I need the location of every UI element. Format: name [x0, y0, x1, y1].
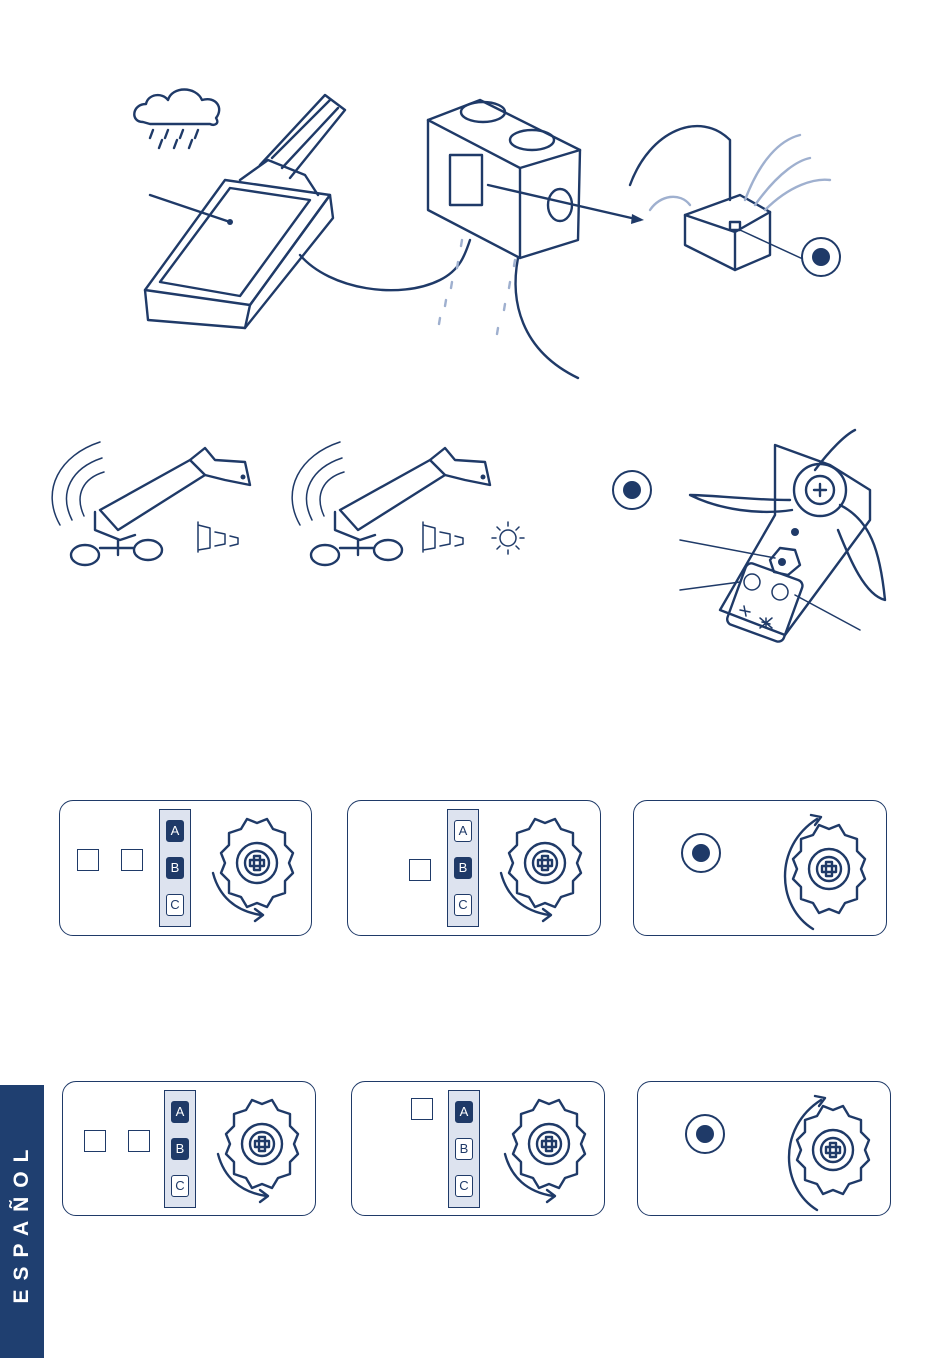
- wind-sensor-illustration-1: [40, 430, 290, 580]
- mode-selector-strip: A B C: [448, 1090, 480, 1208]
- dial-turn-clockwise-icon: [493, 811, 593, 921]
- program-button-middle: [612, 470, 652, 510]
- indicator-square-5: [128, 1130, 150, 1152]
- mode-key-b: B: [455, 1138, 473, 1160]
- indicator-square-3: [409, 859, 431, 881]
- mode-key-b: B: [454, 857, 472, 879]
- dial-turn-full-icon: [781, 1088, 881, 1208]
- mode-key-c: C: [455, 1175, 473, 1197]
- step-panel-6: [637, 1081, 891, 1216]
- mode-key-c: C: [454, 894, 472, 916]
- mode-key-b: B: [166, 857, 184, 879]
- wind-anemometer-detail: [680, 410, 920, 650]
- rain-cloud-icon: [134, 90, 219, 149]
- program-button: [685, 1114, 725, 1154]
- junction-box: [428, 100, 644, 258]
- mode-key-a: A: [166, 820, 184, 842]
- mode-key-c: C: [171, 1175, 189, 1197]
- mode-key-a: A: [454, 820, 472, 842]
- mode-key-c: C: [166, 894, 184, 916]
- language-label: ESPAÑOL: [10, 1141, 34, 1304]
- control-unit: [630, 126, 830, 270]
- step-panel-4: A B C: [62, 1081, 316, 1216]
- step-panel-3: [633, 800, 887, 936]
- indicator-square-4: [84, 1130, 106, 1152]
- dial-turn-full-icon: [777, 807, 877, 927]
- mode-key-b: B: [171, 1138, 189, 1160]
- program-button-top: [801, 237, 841, 277]
- dial-turn-clockwise-icon: [205, 811, 305, 921]
- mode-selector-strip: A B C: [159, 809, 191, 927]
- indicator-square-2: [121, 849, 143, 871]
- step-panel-1: A B C: [59, 800, 312, 936]
- dial-turn-clockwise-icon: [210, 1092, 310, 1202]
- step-panel-5: A B C: [351, 1081, 605, 1216]
- program-button: [681, 833, 721, 873]
- rain-sensor-illustration: [0, 0, 950, 400]
- indicator-square-1: [77, 849, 99, 871]
- mode-key-a: A: [171, 1101, 189, 1123]
- dial-turn-clockwise-icon: [497, 1092, 597, 1202]
- step-panel-2: A B C: [347, 800, 601, 936]
- sun-icon: [492, 522, 524, 554]
- wind-sensor-illustration-2: [280, 430, 550, 580]
- mode-key-a: A: [455, 1101, 473, 1123]
- indicator-square-6: [411, 1098, 433, 1120]
- sensor-pad: [145, 95, 345, 328]
- mode-selector-strip: A B C: [164, 1090, 196, 1208]
- water-drops: [439, 240, 515, 334]
- mode-selector-strip: A B C: [447, 809, 479, 927]
